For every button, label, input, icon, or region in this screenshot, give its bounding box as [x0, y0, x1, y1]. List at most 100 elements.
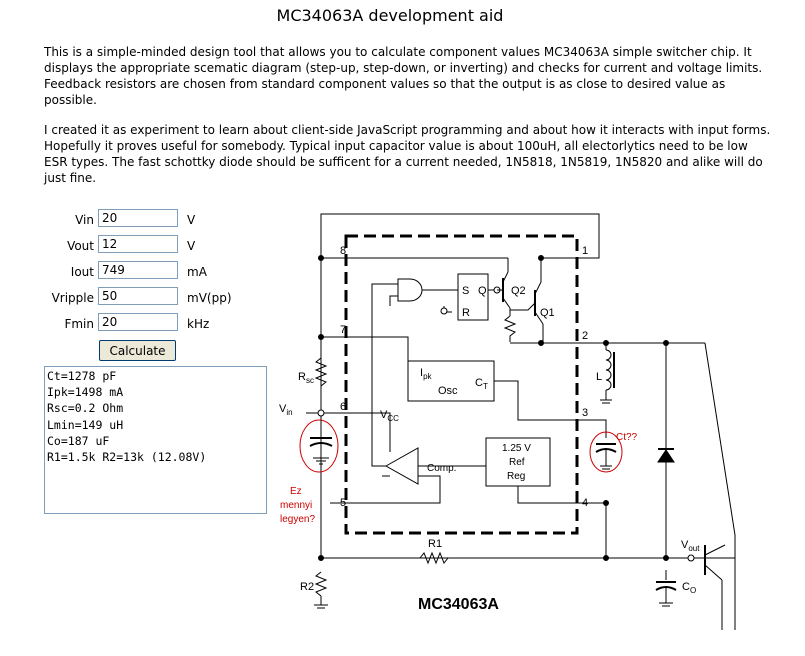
- q1-emitter-wire: [510, 324, 544, 344]
- r2-resistor: [314, 571, 328, 597]
- rsc-label: Rsc: [298, 371, 314, 385]
- pin-2-label: 2: [582, 330, 588, 342]
- latch-s-label: S: [462, 285, 469, 297]
- latch-q-label: Q: [478, 285, 487, 297]
- inductor-coil: [605, 349, 612, 391]
- vcc-label: VCC: [380, 409, 399, 423]
- pin7-wire: [321, 336, 409, 361]
- ref-line1: 1.25 V: [502, 443, 531, 454]
- junction-out: [603, 555, 609, 561]
- vin-label-schem: Vin: [279, 403, 293, 417]
- fmin-row: Fmin kHz: [44, 313, 234, 335]
- comp-label: Comp.: [427, 463, 456, 474]
- q2-collector: [502, 271, 509, 283]
- annotation-ez-3: legyen?: [280, 514, 315, 525]
- vripple-label: Vripple: [51, 291, 94, 305]
- co-plate-bottom: [655, 586, 677, 591]
- and-gate: [397, 278, 423, 302]
- junction-q1e: [538, 340, 544, 346]
- vin-row: Vin V: [44, 209, 234, 231]
- schematic-diagram: 8 7 6 5 1 2 3 4 S R Q Q2 Q1 Ipk Osc CT V…: [279, 213, 736, 630]
- iout-unit: mA: [187, 265, 207, 279]
- pin4-ground-wire: [517, 486, 607, 558]
- ref-line2: Ref: [509, 457, 525, 468]
- iout-input[interactable]: [98, 261, 178, 279]
- diode-body: [657, 449, 675, 463]
- r1-label: R1: [428, 538, 442, 550]
- junction-diode: [663, 555, 669, 561]
- junction-pin4: [603, 500, 609, 506]
- r2-label: R2: [300, 581, 314, 593]
- ct-annotation-circle: [589, 431, 623, 473]
- junction-pin8: [318, 255, 324, 261]
- r1-resistor: [419, 551, 449, 565]
- vout-row: Vout V: [44, 235, 234, 257]
- annotation-ez-2: mennyi: [280, 500, 312, 511]
- vout-label: Vout: [67, 239, 94, 253]
- vout-unit: V: [187, 239, 196, 253]
- comp-feedback-wire: [371, 283, 398, 467]
- vout-node: [687, 554, 695, 562]
- co-label: CO: [682, 581, 696, 595]
- vin-label: Vin: [75, 213, 94, 227]
- vripple-input[interactable]: [98, 287, 178, 305]
- vin-unit: V: [187, 213, 196, 227]
- vripple-row: Vripple mV(pp): [44, 287, 234, 309]
- pin-5-label: 5: [340, 497, 346, 509]
- junction-pin2: [603, 340, 609, 346]
- pin-3-label: 3: [582, 407, 588, 419]
- q2-emitter-resistor: [503, 315, 517, 342]
- junction-q1c: [538, 255, 544, 261]
- pin-6-label: 6: [340, 401, 346, 413]
- q1-base-wire: [510, 302, 536, 311]
- vcc-wire: [321, 412, 391, 452]
- results-textarea[interactable]: Ct=1278 pF Ipk=1498 mA Rsc=0.2 Ohm Lmin=…: [44, 366, 267, 514]
- load-transistor-e: [704, 564, 723, 581]
- sr-latch: [457, 273, 489, 321]
- cin-plate-bottom: [309, 442, 333, 447]
- fmin-label: Fmin: [64, 317, 94, 331]
- annotation-ez-1: Ez: [290, 486, 302, 497]
- page-title: MC34063A development aid: [276, 6, 504, 25]
- q1-label: Q1: [540, 307, 555, 319]
- gate-input2-wire: [389, 295, 398, 306]
- chip-outline: [344, 234, 579, 535]
- vout-label: Vout: [681, 539, 700, 553]
- rsc-resistor: [314, 357, 328, 387]
- pin5-internal-wire: [346, 475, 441, 504]
- q2-emitter: [502, 297, 511, 309]
- annotation-ct: Ct??: [616, 432, 638, 443]
- pin-7-label: 7: [340, 324, 346, 336]
- iout-label: Iout: [70, 265, 94, 279]
- calculate-button[interactable]: Calculate: [99, 340, 176, 361]
- fmin-unit: kHz: [187, 317, 210, 331]
- ref-line3: Reg: [507, 471, 525, 482]
- vin-rail-wire: [320, 213, 600, 558]
- pin-4-label: 4: [582, 497, 588, 509]
- r-input-bubble: [440, 307, 448, 315]
- fmin-input[interactable]: [98, 313, 178, 331]
- comparator: [384, 447, 419, 485]
- q1-collector: [534, 281, 542, 295]
- cin-annotation-circle: [299, 419, 339, 473]
- vin-node: [317, 409, 325, 417]
- intro-paragraph: This is a simple-minded design tool that…: [44, 45, 763, 107]
- ipk-label: Ipk: [420, 367, 433, 381]
- load-transistor-c: [704, 544, 726, 556]
- output-load-wire: [704, 342, 736, 630]
- junction-pin7: [318, 334, 324, 340]
- pin-8-label: 8: [340, 245, 346, 257]
- inductor-label: L: [596, 371, 602, 383]
- ct-pin-label: CT: [475, 377, 488, 391]
- vout-input[interactable]: [98, 235, 178, 253]
- chip-name-label: MC34063A: [418, 596, 499, 613]
- q1-emitter: [534, 311, 544, 325]
- vripple-unit: mV(pp): [187, 291, 232, 305]
- osc-label: Osc: [438, 385, 458, 397]
- ct-wire: [494, 380, 577, 421]
- iout-row: Iout mA: [44, 261, 234, 283]
- pin-1-label: 1: [582, 245, 588, 257]
- vin-input[interactable]: [98, 209, 178, 227]
- junction-r2: [318, 555, 324, 561]
- note-paragraph: I created it as experiment to learn abou…: [44, 123, 771, 185]
